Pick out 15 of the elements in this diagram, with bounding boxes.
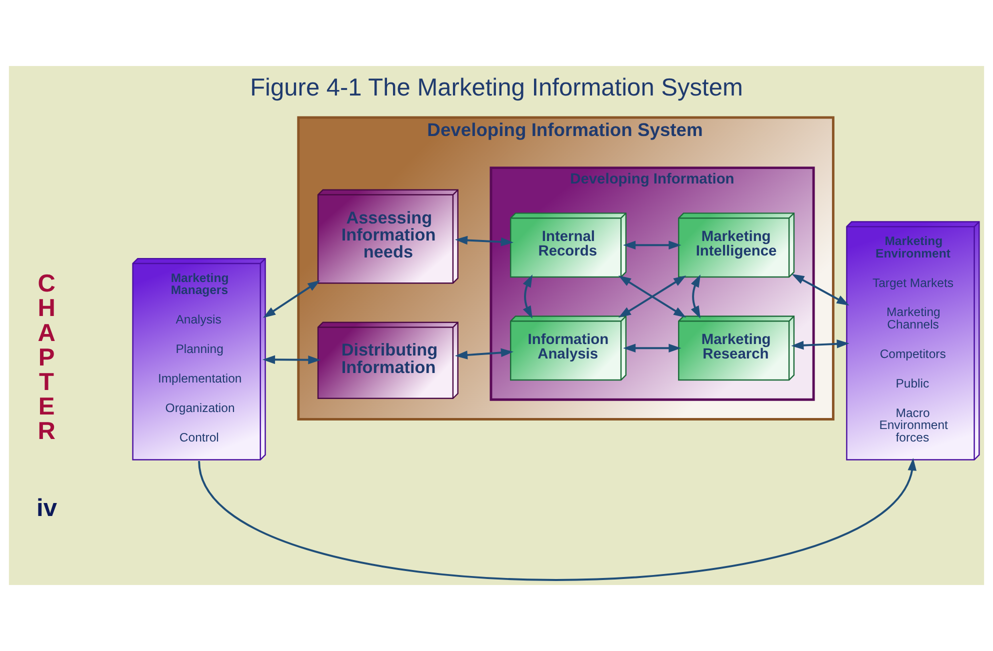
arrow	[262, 355, 321, 364]
arrow	[792, 274, 850, 306]
diagram-title: Figure 4-1 The Marketing Information System	[250, 74, 743, 102]
arrow	[791, 340, 850, 350]
arrow	[454, 348, 514, 360]
arrow	[198, 458, 917, 581]
arrow	[263, 280, 320, 318]
arrow	[618, 276, 686, 318]
arrow	[454, 236, 514, 246]
arrow	[623, 240, 682, 250]
label: C H A P T E R	[38, 270, 56, 445]
arrow	[690, 274, 701, 319]
label: iv	[36, 495, 57, 522]
arrow	[623, 344, 682, 353]
arrow	[522, 274, 532, 319]
